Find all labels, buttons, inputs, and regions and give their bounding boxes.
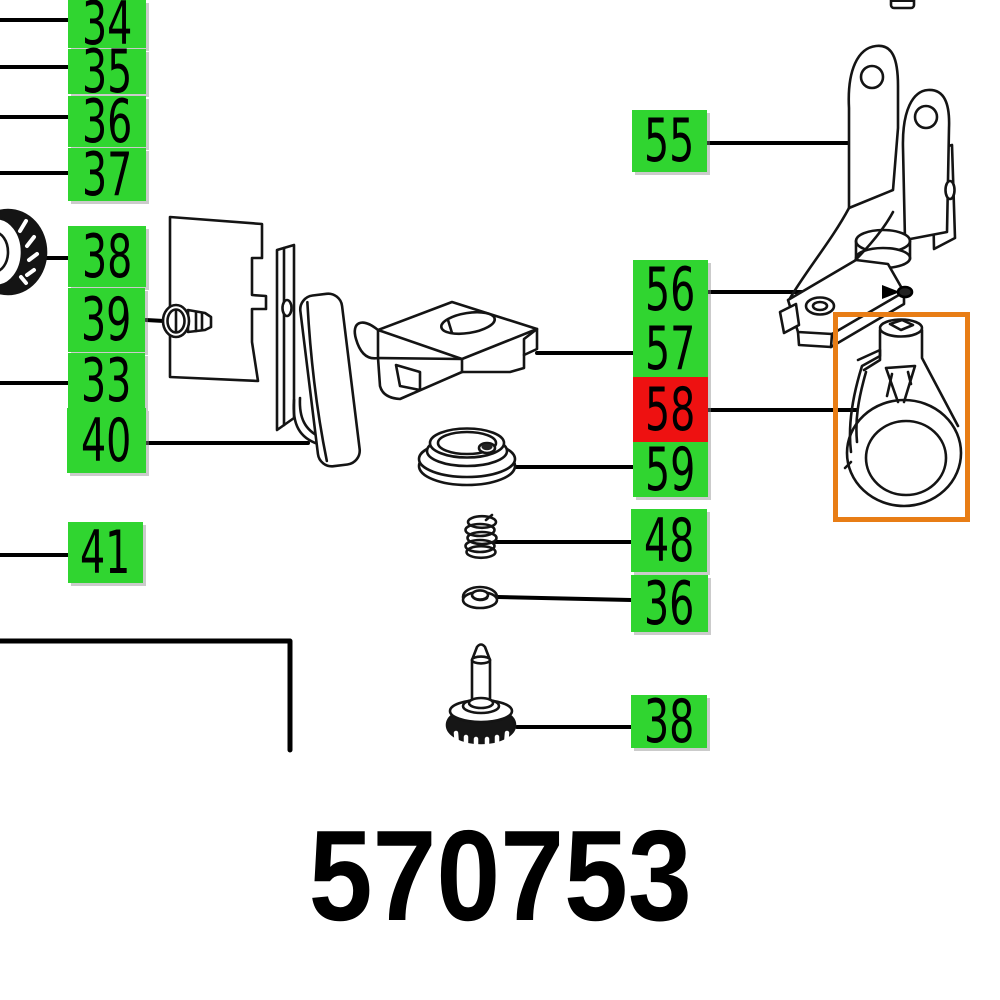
callout-37[interactable]: 37 — [68, 145, 146, 205]
nut-drawing — [889, 0, 916, 10]
callout-39[interactable]: 39 — [68, 288, 145, 352]
adjusting-disc-drawing — [417, 427, 517, 487]
callout-58-selected[interactable]: 58 — [633, 377, 708, 442]
callout-41[interactable]: 41 — [68, 522, 143, 583]
clamp-ring-drawing — [843, 318, 963, 508]
support-bracket-drawing — [778, 44, 957, 349]
callout-48[interactable]: 48 — [631, 509, 707, 572]
clamp-bracket-drawing — [353, 300, 539, 401]
leader-lines — [0, 18, 886, 729]
callout-33[interactable]: 33 — [68, 351, 145, 411]
callout-55[interactable]: 55 — [632, 110, 707, 172]
selected-part-highlight-box — [833, 312, 970, 522]
callout-35[interactable]: 35 — [68, 42, 146, 102]
callout-59[interactable]: 59 — [633, 440, 708, 500]
callout-40[interactable]: 40 — [67, 408, 146, 473]
spring-drawing — [464, 513, 498, 560]
washer-drawing — [461, 585, 499, 610]
sheet-metal-bracket-drawing — [168, 215, 362, 468]
frame-edge-line — [0, 638, 293, 753]
callout-38-right[interactable]: 38 — [631, 692, 707, 752]
knurled-gear-drawing — [0, 208, 48, 296]
pinion-shaft-drawing — [445, 643, 517, 755]
screw-drawing — [161, 303, 213, 339]
set-pin-drawing — [882, 285, 914, 299]
callout-57[interactable]: 57 — [633, 319, 708, 379]
order-number: 570753 — [308, 804, 692, 948]
callout-56[interactable]: 56 — [633, 260, 708, 320]
callout-36-right[interactable]: 36 — [631, 574, 708, 634]
callout-34[interactable]: 34 — [68, 0, 146, 54]
callout-38-left[interactable]: 38 — [68, 226, 146, 287]
callout-36-left[interactable]: 36 — [68, 92, 146, 152]
